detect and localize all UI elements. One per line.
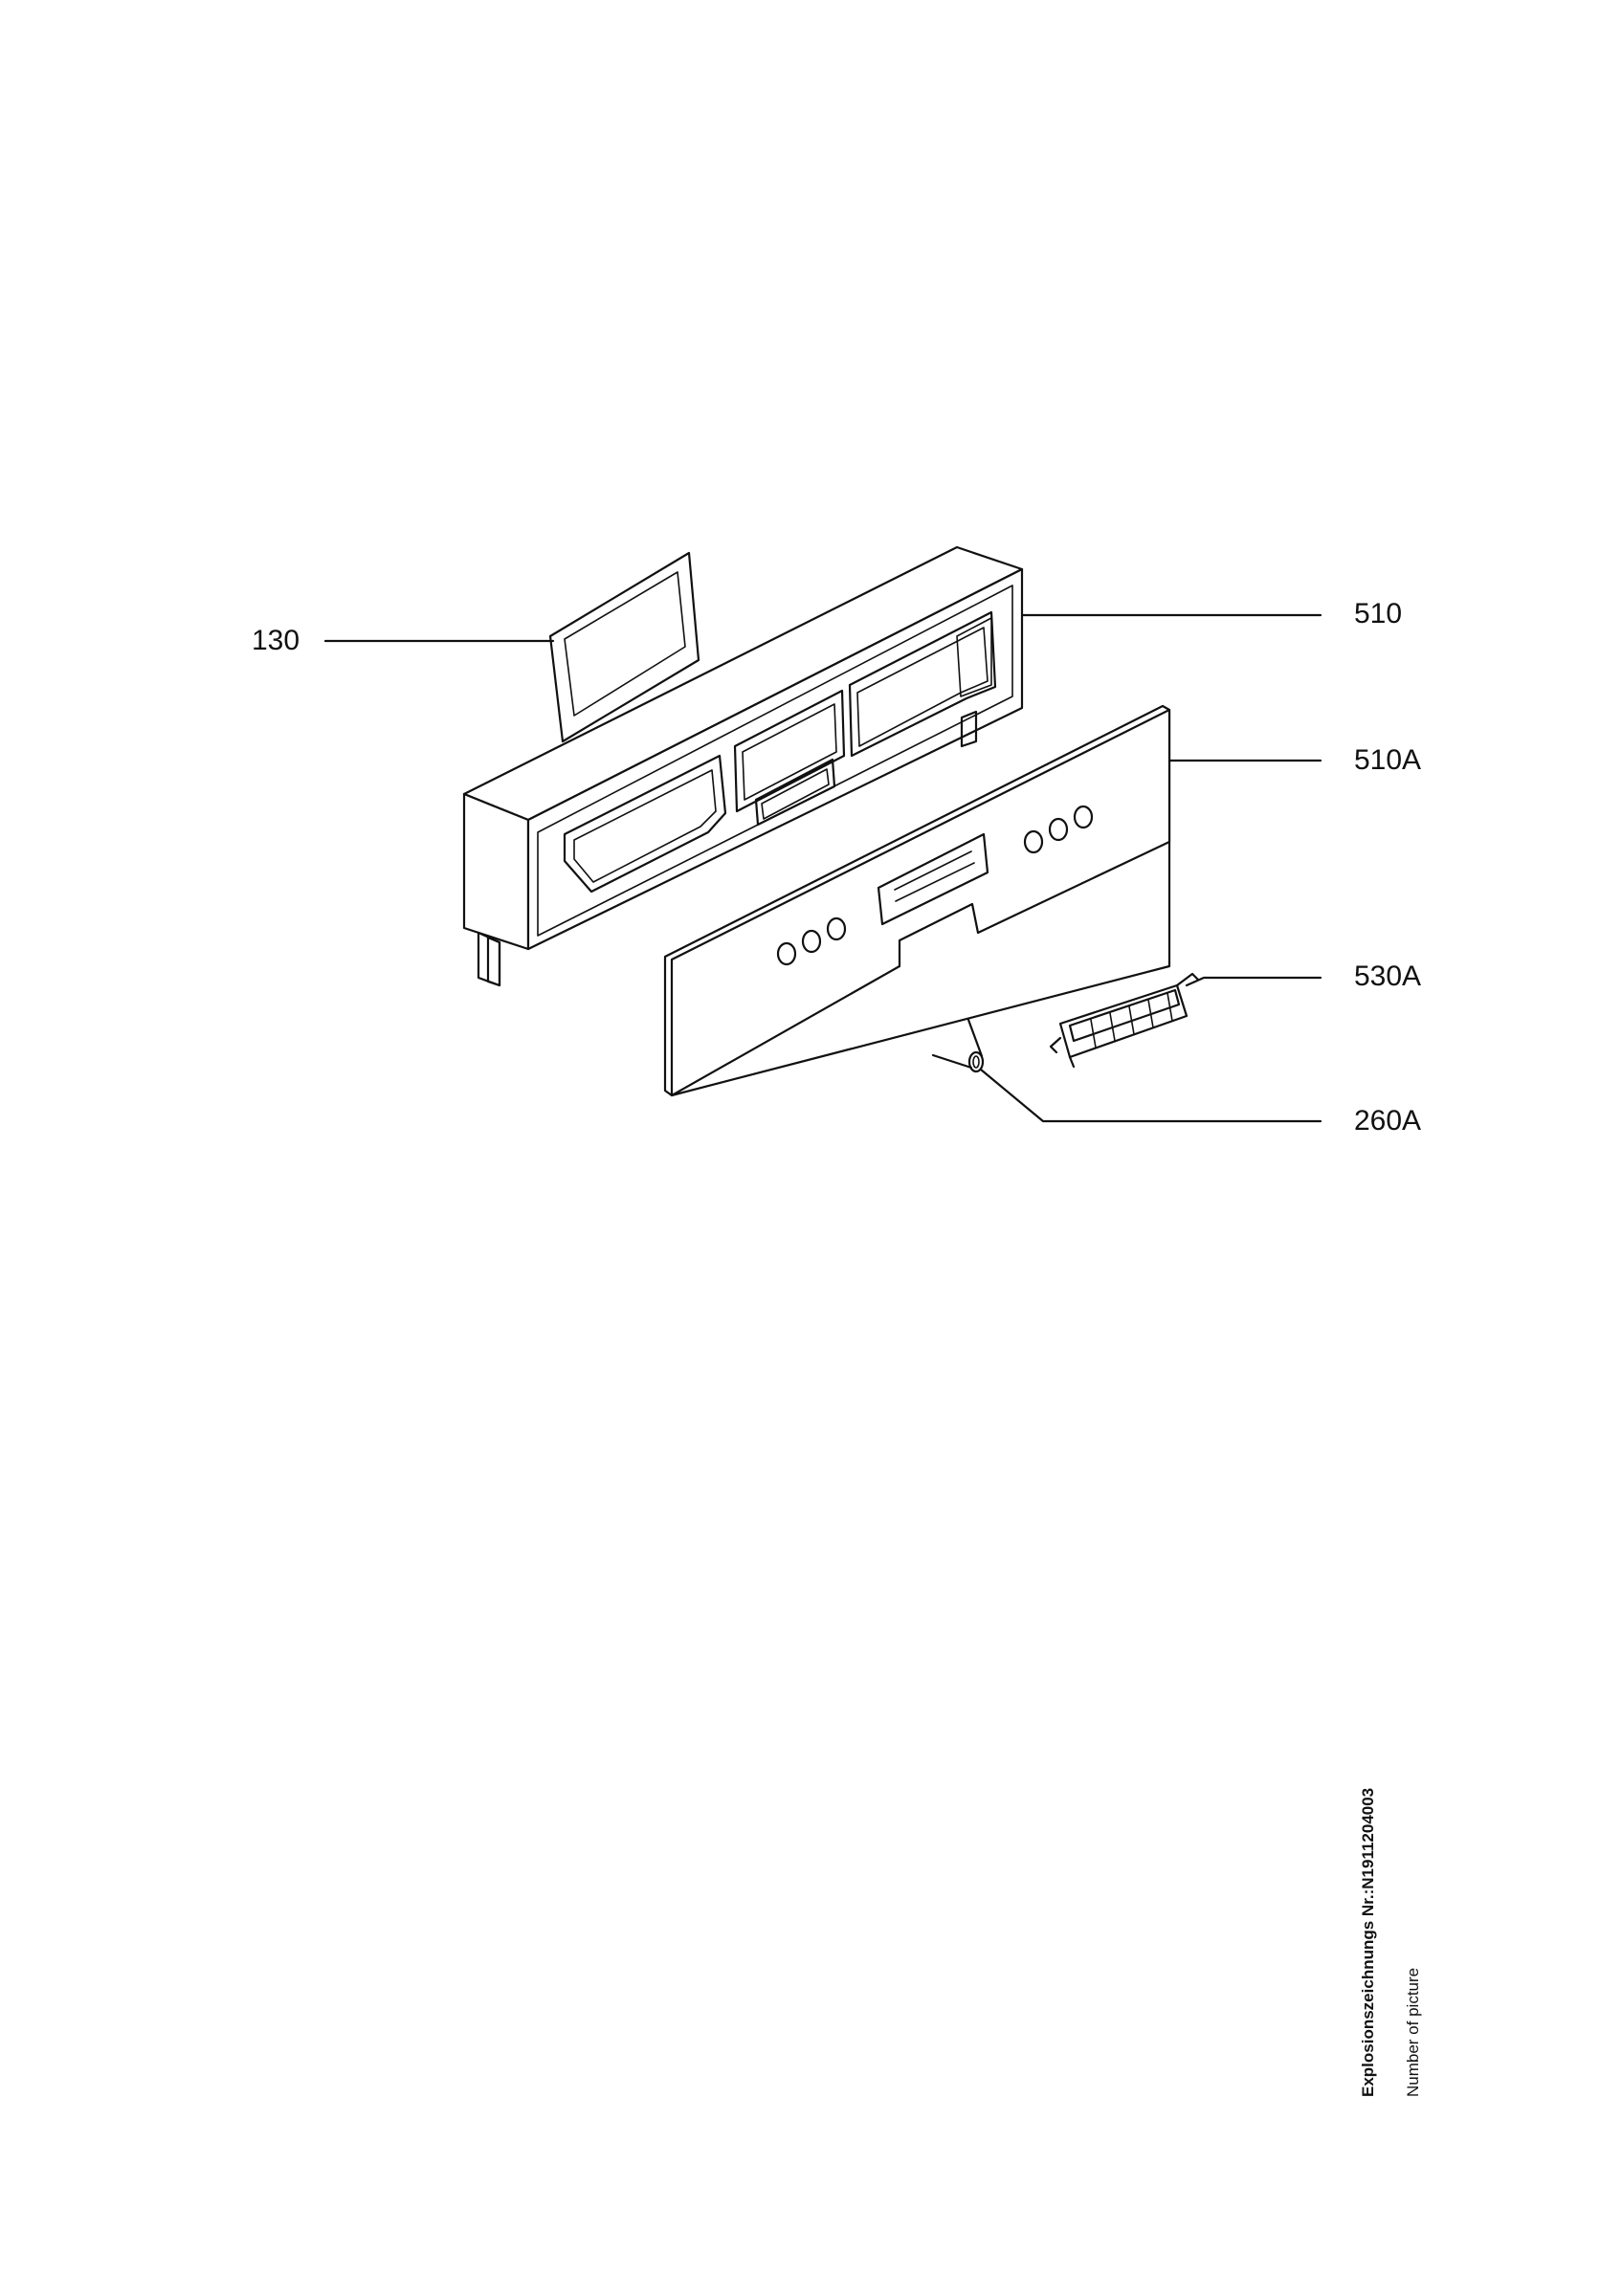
callout-530a: 530A	[1354, 960, 1422, 992]
part-260a-spring	[931, 1018, 985, 1073]
callout-510a: 510A	[1354, 744, 1422, 776]
leader-530a	[1185, 976, 1322, 987]
callout-130: 130	[252, 625, 300, 656]
callout-260a: 260A	[1354, 1105, 1422, 1137]
part-510-control-housing	[462, 545, 1024, 987]
part-130-label-plate	[548, 551, 700, 743]
leader-260a	[979, 1068, 1322, 1123]
leader-lines	[323, 613, 1322, 1123]
drawing-number: Explosionszeichnungs Nr.:N1911204003	[1359, 1787, 1377, 2097]
part-530a-switch-block	[1049, 972, 1200, 1069]
part-510a-front-panel	[663, 704, 1171, 1097]
picture-caption: Number of picture	[1404, 1967, 1422, 2097]
callout-510: 510	[1354, 598, 1403, 629]
